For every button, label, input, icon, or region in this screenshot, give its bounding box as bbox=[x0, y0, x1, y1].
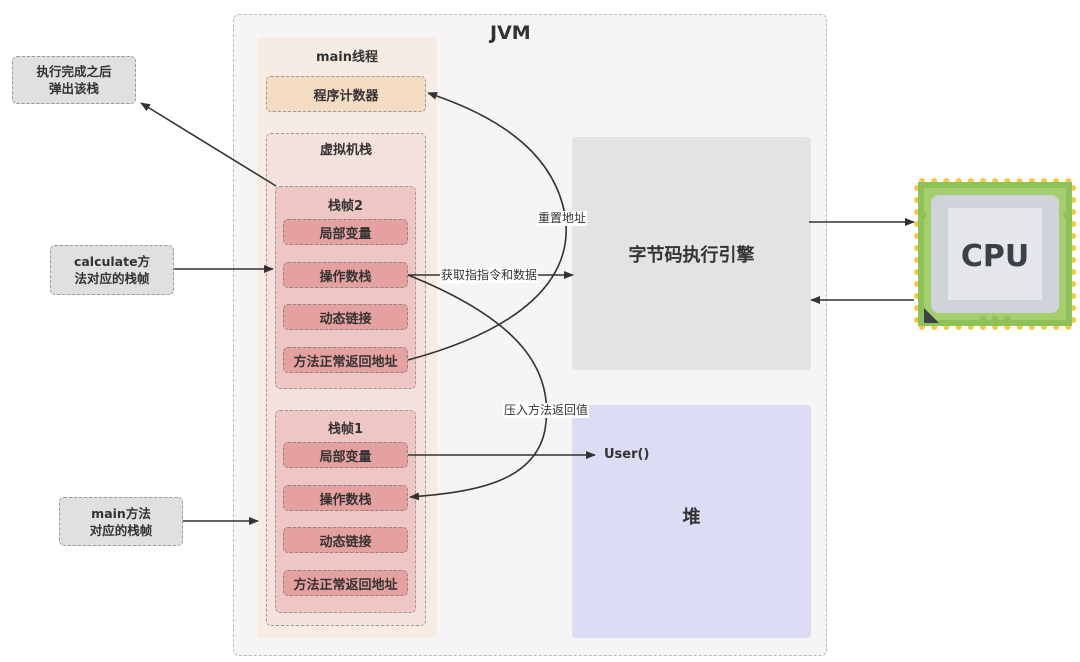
frame2-return-address: 方法正常返回地址 bbox=[283, 347, 408, 373]
jvm-title: JVM bbox=[490, 22, 531, 44]
program-counter: 程序计数器 bbox=[266, 76, 426, 112]
cpu-label: CPU bbox=[961, 239, 1029, 274]
heap-title: 堆 bbox=[682, 507, 701, 528]
heap bbox=[572, 405, 811, 638]
arrow-frame2-to-pop-note bbox=[140, 102, 277, 187]
heap-object-user: User() bbox=[604, 447, 650, 462]
arrow-reset-address bbox=[407, 92, 567, 361]
note-line: 对应的栈帧 bbox=[89, 522, 153, 538]
edge-label-fetch-instructions: 获取指指令和数据 bbox=[440, 268, 539, 283]
frame2-dynamic-linking: 动态链接 bbox=[283, 304, 408, 330]
frame1-return-address: 方法正常返回地址 bbox=[283, 570, 408, 596]
frame1-local-variables: 局部变量 bbox=[283, 442, 408, 468]
frame2-operand-stack: 操作数栈 bbox=[283, 262, 408, 288]
bytecode-execution-engine: 字节码执行引擎 bbox=[572, 137, 811, 370]
note-line: main方法 bbox=[91, 505, 151, 521]
cpu-chip: CPU bbox=[914, 178, 1076, 330]
note-line: 弹出该栈 bbox=[48, 81, 99, 96]
edge-label-reset-address: 重置地址 bbox=[537, 211, 588, 226]
edge-label-push-return-value: 压入方法返回值 bbox=[503, 403, 590, 418]
note-main-frame: main方法 对应的栈帧 bbox=[59, 497, 183, 546]
note-pop-after-done: 执行完成之后 弹出该栈 bbox=[12, 56, 136, 104]
vm-stack-title: 虚拟机栈 bbox=[319, 143, 372, 158]
frame1-operand-stack: 操作数栈 bbox=[283, 485, 408, 511]
stack-frame-1-title: 栈帧1 bbox=[327, 422, 364, 437]
note-calculate-frame: calculate方 法对应的栈帧 bbox=[50, 245, 174, 295]
main-thread-title: main线程 bbox=[315, 50, 379, 65]
cpu-icon: CPU bbox=[914, 178, 1076, 330]
frame1-dynamic-linking: 动态链接 bbox=[283, 527, 408, 553]
note-line: 法对应的栈帧 bbox=[74, 271, 150, 286]
stack-frame-2-title: 栈帧2 bbox=[327, 199, 364, 214]
arrow-push-return-value bbox=[407, 274, 548, 501]
frame2-local-variables: 局部变量 bbox=[283, 219, 408, 245]
note-line: 执行完成之后 bbox=[36, 64, 112, 79]
note-line: calculate方 bbox=[73, 254, 151, 269]
